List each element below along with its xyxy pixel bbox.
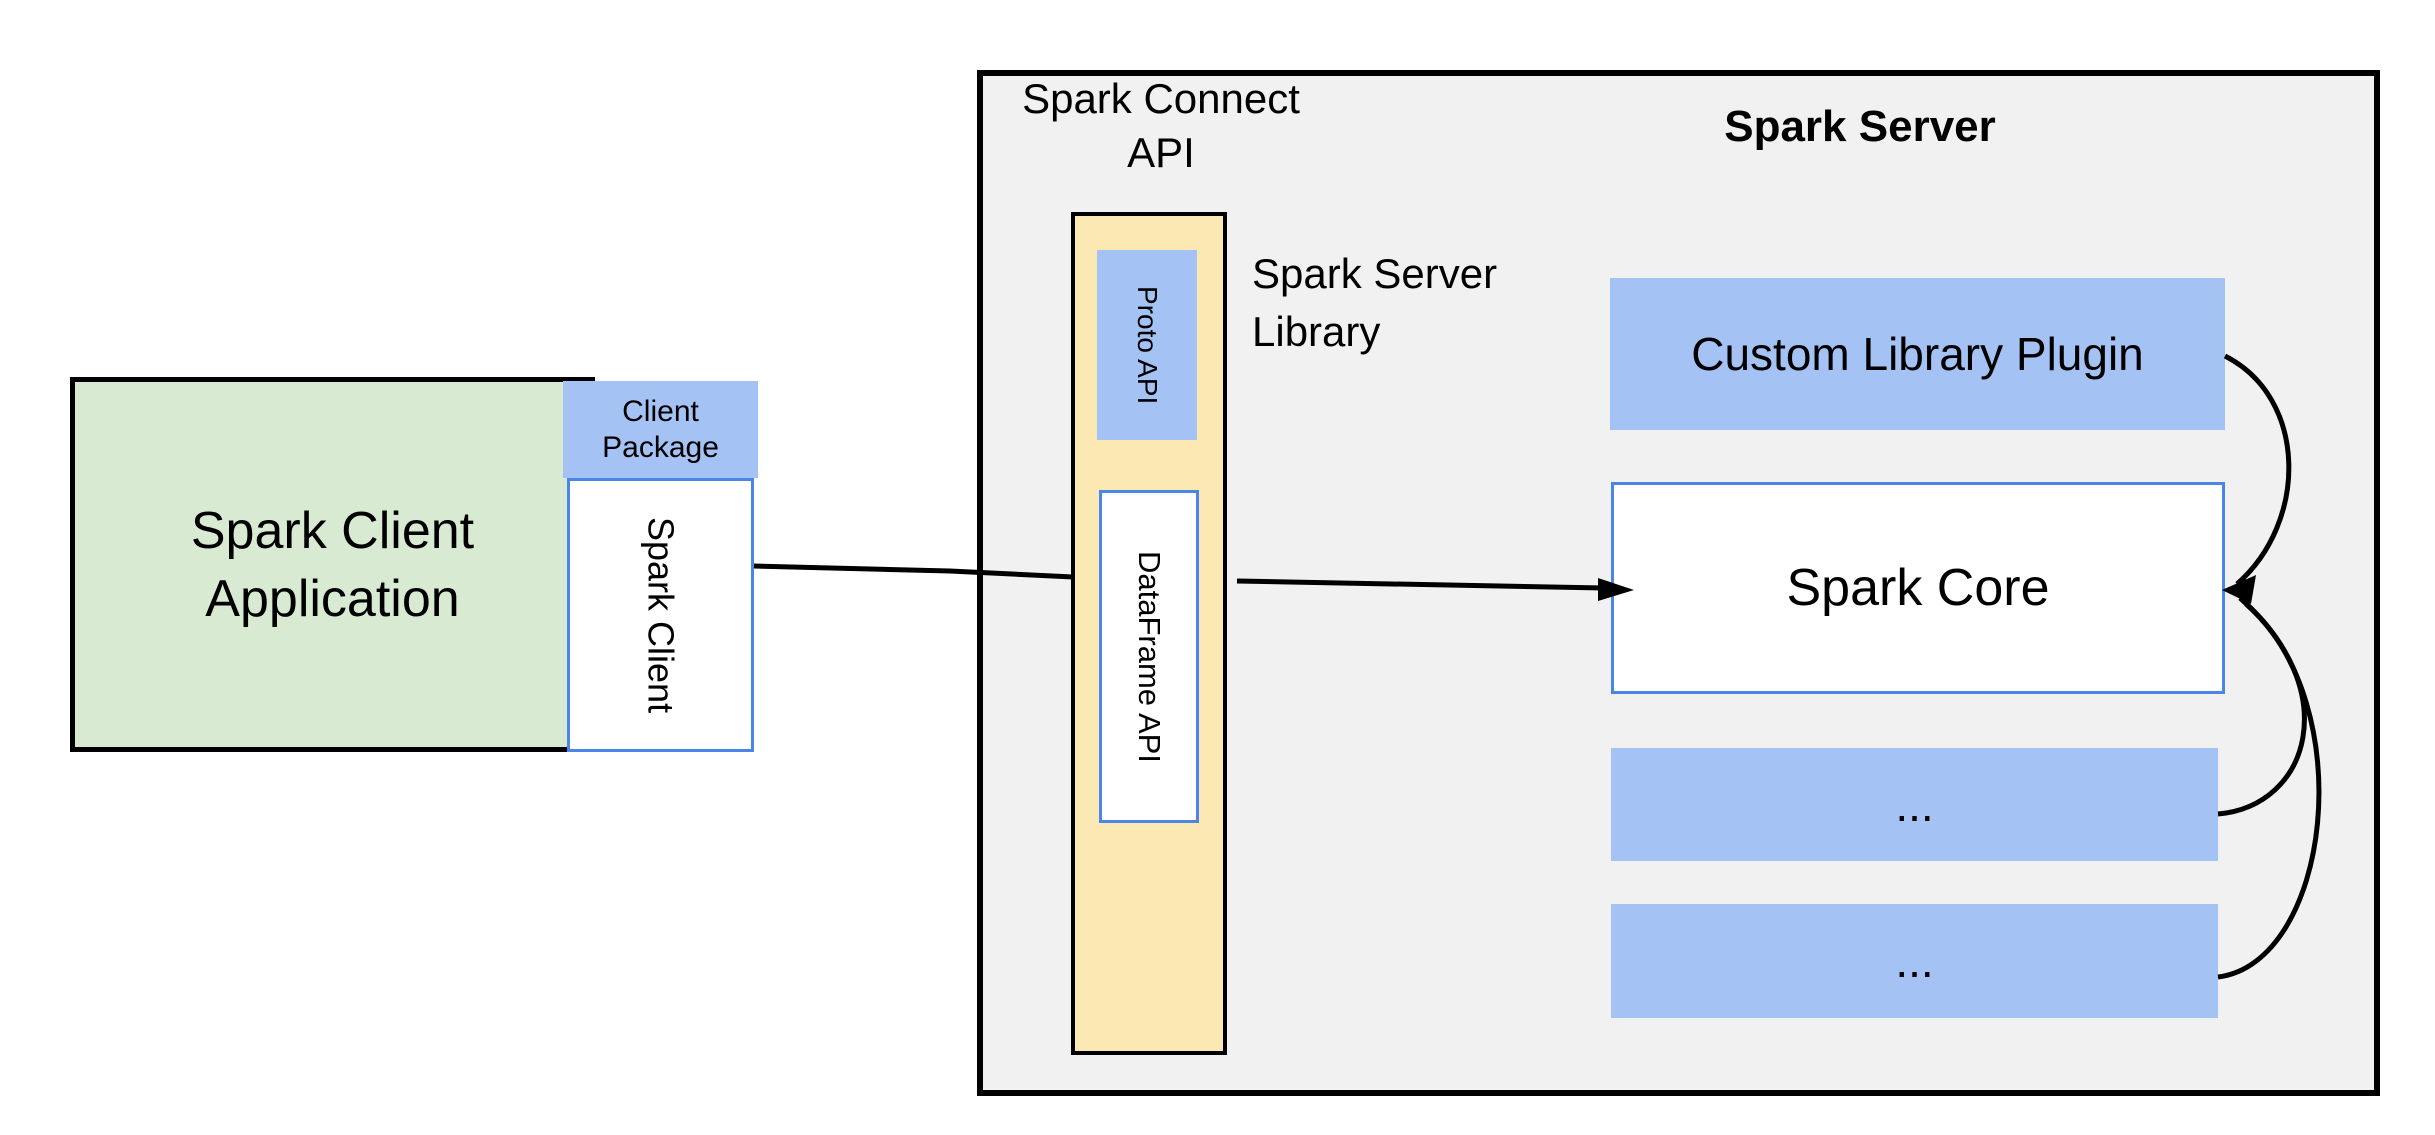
- spark-client-label: Spark Client: [640, 516, 682, 714]
- spark-server-title: Spark Server: [1724, 102, 1996, 151]
- client-package-label: Client Package: [602, 394, 719, 464]
- spark-server-library-caption: Spark Server Library: [1252, 250, 1498, 355]
- spark-connect-api-title: Spark Connect API: [1022, 75, 1300, 176]
- module-placeholder-box-1: ...: [1611, 748, 2218, 861]
- spark-client-application-label: Spark Client Application: [190, 501, 475, 628]
- proto-api-label: Proto API: [1132, 285, 1163, 405]
- module-placeholder-box-2: ...: [1611, 904, 2218, 1018]
- custom-library-plugin-label: Custom Library Plugin: [1691, 328, 2144, 380]
- dataframe-api-box: DataFrame API: [1099, 490, 1199, 823]
- module-placeholder-label-1: ...: [1895, 778, 1934, 831]
- dataframe-api-label: DataFrame API: [1132, 550, 1167, 763]
- client-package-box: Client Package: [563, 381, 758, 478]
- module-placeholder-label-2: ...: [1895, 935, 1934, 987]
- custom-library-plugin-box: Custom Library Plugin: [1610, 278, 2225, 430]
- spark-core-label: Spark Core: [1786, 559, 2050, 617]
- spark-client-application-box: Spark Client Application: [70, 377, 595, 752]
- spark-client-box: Spark Client: [567, 478, 754, 752]
- spark-core-box: Spark Core: [1611, 482, 2225, 694]
- proto-api-box: Proto API: [1097, 250, 1197, 440]
